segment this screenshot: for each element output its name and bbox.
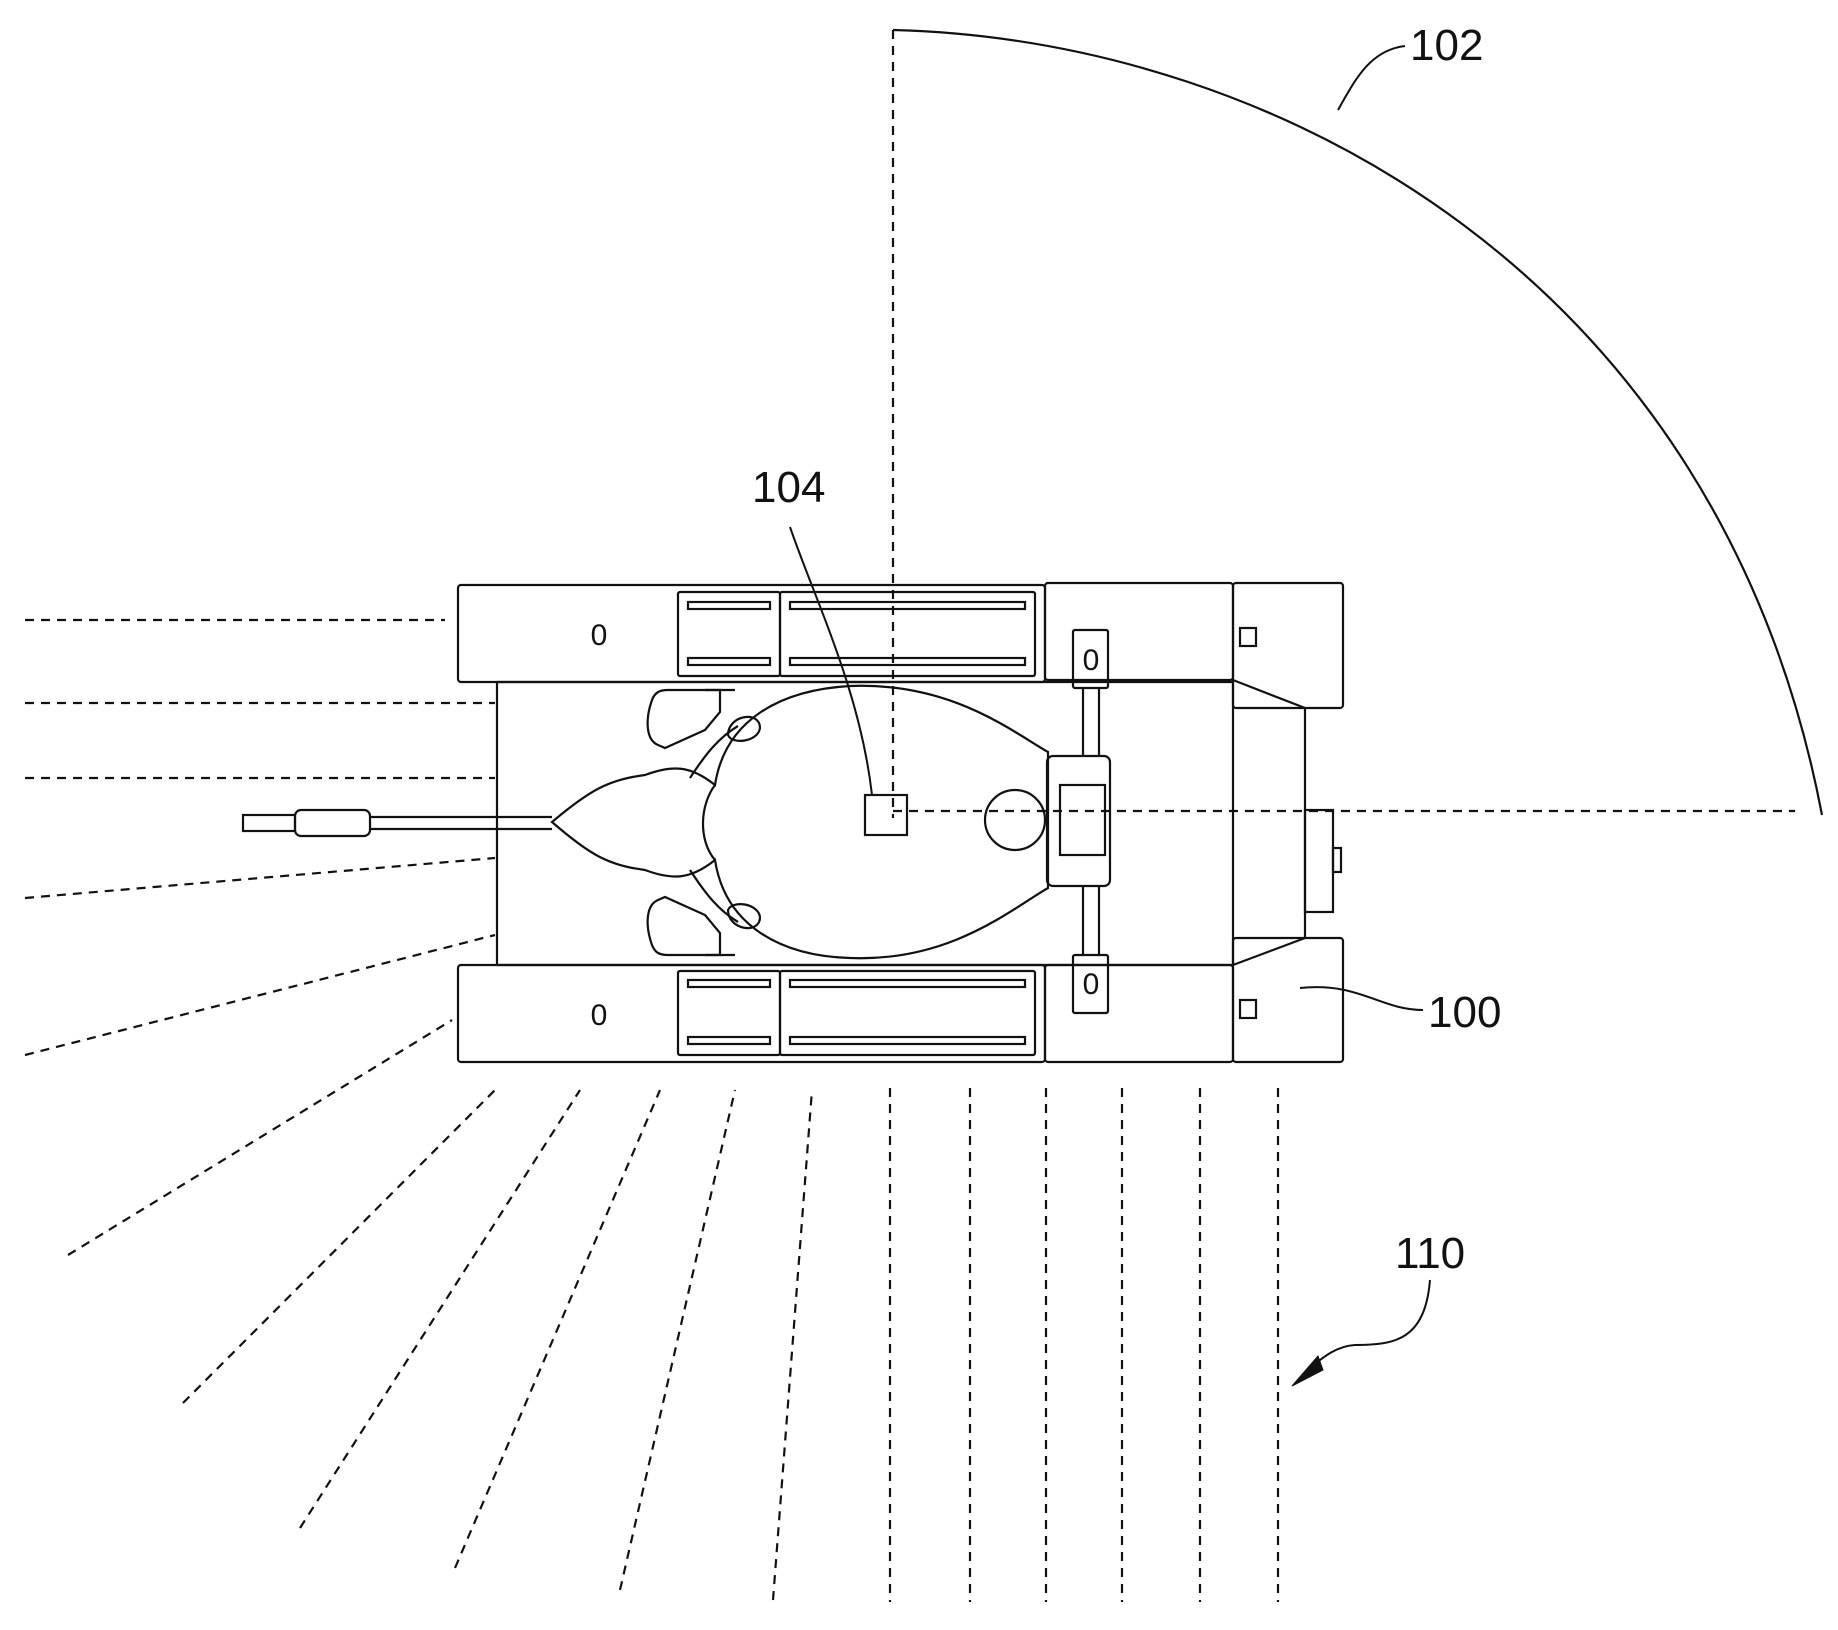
lower-track-end xyxy=(1231,936,1345,1064)
mount-lower xyxy=(726,903,762,930)
upper-grille xyxy=(686,656,772,667)
lower-track-cover-left xyxy=(676,969,782,1057)
upper-grille xyxy=(788,600,1027,611)
ref-numeral-104: 104 xyxy=(752,463,825,512)
sweep-region-102 xyxy=(891,28,1824,818)
link-arm-lower xyxy=(689,869,739,923)
reference-leaders xyxy=(789,45,1431,1387)
axle-block-lower xyxy=(1071,953,1110,1015)
upper-track xyxy=(456,583,1047,684)
inner-bulkhead xyxy=(701,784,716,861)
tow-bar-tip xyxy=(241,813,297,833)
upper-grille xyxy=(788,656,1027,667)
front-right-track-mark: 0 xyxy=(591,999,608,1032)
right-axle-block-mark: 0 xyxy=(1083,968,1100,1001)
arrowhead-110 xyxy=(1291,1355,1324,1387)
leader-100 xyxy=(1299,986,1424,1011)
ref-numeral-100: 100 xyxy=(1428,988,1501,1037)
nose-nub xyxy=(1331,846,1343,874)
pod-lower xyxy=(646,895,722,957)
lower-grille xyxy=(788,978,1027,989)
sensor-104 xyxy=(863,793,909,837)
leader-104 xyxy=(789,526,873,796)
upper-end-lug xyxy=(1238,626,1258,648)
reference-numerals: 102 104 100 110 xyxy=(752,21,1501,1278)
region-line xyxy=(67,1019,453,1256)
ref-numeral-110: 110 xyxy=(1395,1229,1465,1278)
region-line xyxy=(453,1089,662,1569)
pod-upper xyxy=(646,688,722,750)
region-line xyxy=(771,1089,814,1601)
leader-110 xyxy=(1309,1279,1431,1369)
region-line xyxy=(182,1089,496,1404)
axle-block-upper xyxy=(1071,628,1110,690)
region-line xyxy=(24,933,496,1057)
nose-bumper xyxy=(1303,808,1335,914)
region-line xyxy=(299,1089,581,1529)
cab-window xyxy=(1058,783,1107,857)
lower-track-cover-right xyxy=(778,969,1037,1057)
link-arm-upper xyxy=(689,725,739,779)
lower-grille xyxy=(686,1035,772,1046)
region-line xyxy=(24,856,496,900)
mount-upper xyxy=(726,715,762,742)
deck-outline xyxy=(550,684,1050,960)
hull-nose xyxy=(1232,678,1307,967)
lower-grille xyxy=(686,978,772,989)
region-line xyxy=(618,1089,737,1591)
upper-grille xyxy=(686,600,772,611)
upper-track-end xyxy=(1231,581,1345,710)
upper-track-cover-left xyxy=(676,590,782,678)
front-left-track-mark: 0 xyxy=(591,619,608,652)
hub-circle xyxy=(983,788,1047,852)
ref-numeral-102: 102 xyxy=(1410,21,1483,70)
upper-track-cover-right xyxy=(778,590,1037,678)
tow-bar-sleeve xyxy=(293,808,372,838)
lower-end-lug xyxy=(1238,998,1258,1020)
vehicle-100: 0 0 0 0 xyxy=(241,581,1345,1064)
leader-102 xyxy=(1337,45,1406,111)
sweep-arc xyxy=(892,28,1824,816)
left-axle-block-mark: 0 xyxy=(1083,644,1100,677)
track-region-110-lines xyxy=(24,618,1280,1602)
lower-grille xyxy=(788,1035,1027,1046)
cab-housing xyxy=(1045,754,1112,888)
